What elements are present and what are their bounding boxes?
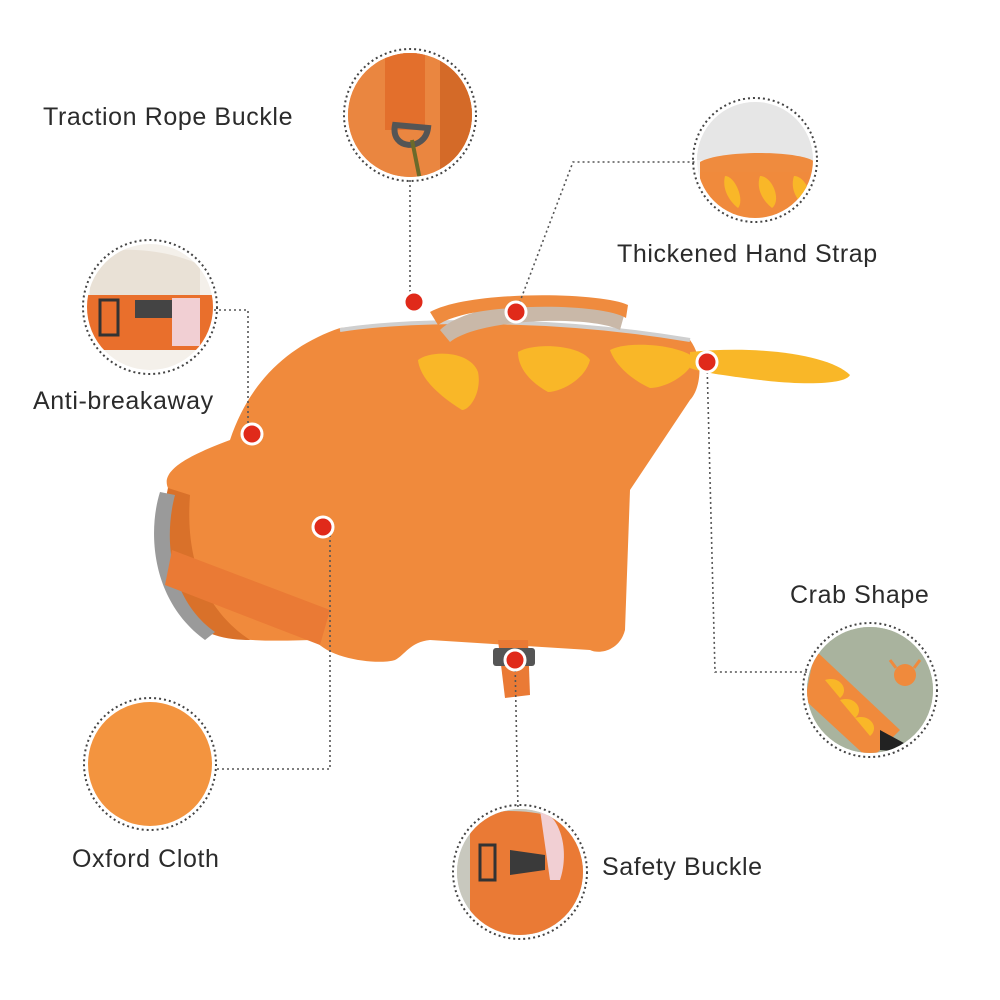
marker-traction (402, 290, 426, 314)
hand-strap-icon (692, 97, 818, 223)
label-oxford-cloth: Oxford Cloth (72, 845, 220, 873)
life-vest-illustration (154, 295, 850, 698)
leader-hand-strap (515, 161, 695, 313)
fabric-swatch-icon (83, 697, 217, 831)
fin-3 (610, 344, 695, 388)
leader-crab (706, 361, 808, 673)
hand-strap-top (430, 295, 628, 325)
label-safety-buckle: Safety Buckle (602, 853, 763, 881)
label-thickened-hand-strap: Thickened Hand Strap (617, 240, 878, 268)
side-buckle-icon (82, 239, 218, 375)
marker-hand-strap (504, 300, 528, 324)
marker-anti-breakaway (240, 422, 264, 446)
fin-1 (418, 353, 479, 410)
marker-crab (695, 350, 719, 374)
leader-safety (514, 659, 519, 811)
marker-oxford (311, 515, 335, 539)
leader-oxford (214, 526, 331, 770)
chest-strap (165, 550, 330, 645)
marker-safety (503, 648, 527, 672)
fin-2 (518, 346, 590, 392)
vest-collar (154, 492, 215, 640)
vest-body (165, 321, 700, 662)
tail-fin (690, 349, 850, 384)
label-crab-shape: Crab Shape (790, 581, 930, 609)
d-ring-icon (343, 48, 477, 182)
label-traction-rope-buckle: Traction Rope Buckle (43, 103, 294, 131)
markers (240, 290, 719, 672)
label-anti-breakaway: Anti-breakaway (33, 387, 214, 415)
crab-icon (802, 622, 938, 758)
hand-strap (440, 300, 625, 342)
safety-buckle-icon (452, 804, 588, 940)
